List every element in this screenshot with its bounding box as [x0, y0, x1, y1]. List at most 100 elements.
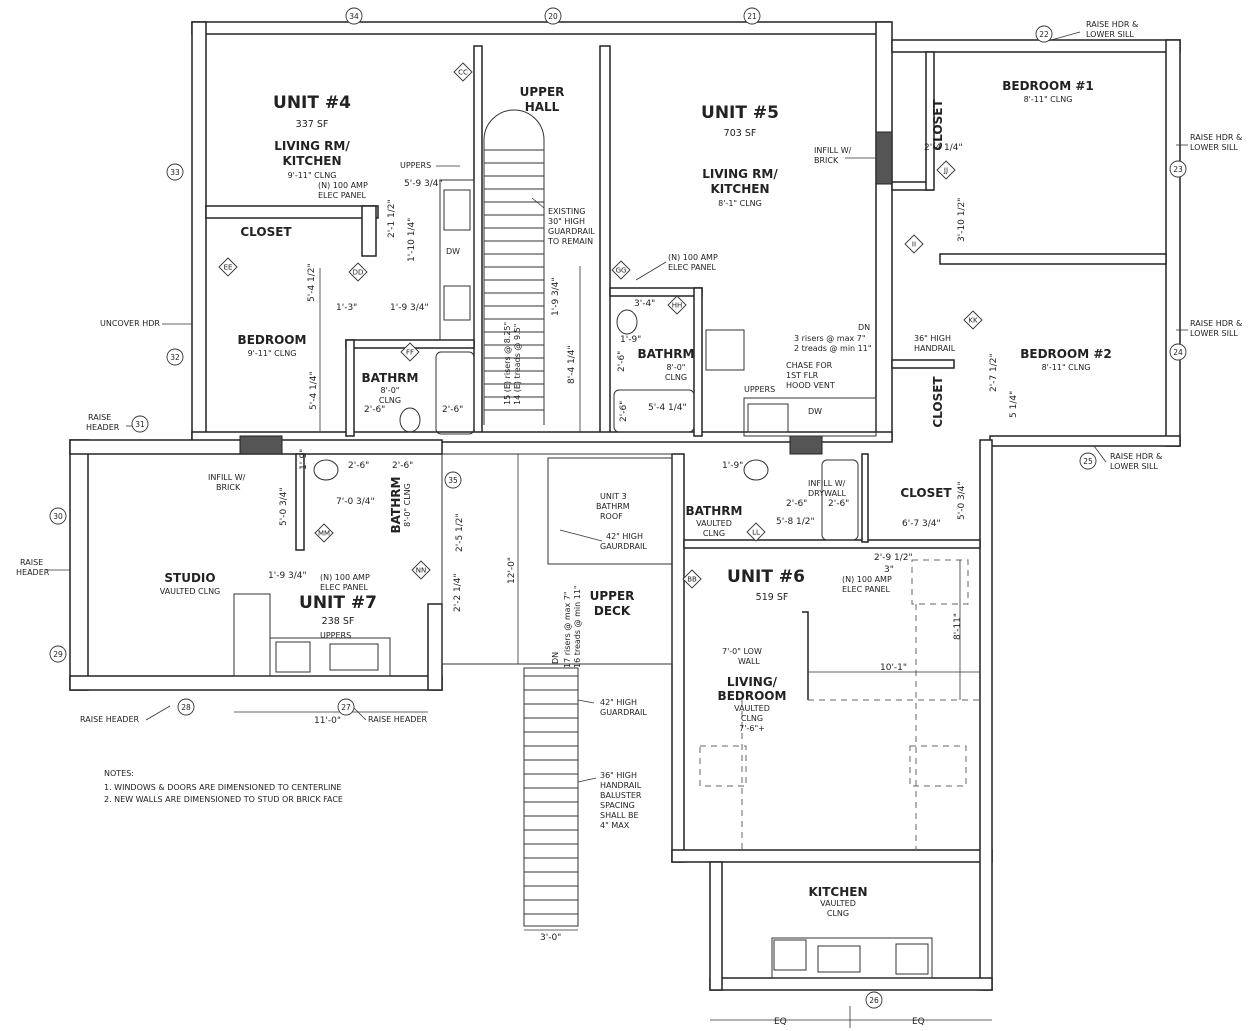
unit5-room-label-2: KITCHEN — [710, 182, 769, 196]
annotation: GAURDRAIL — [600, 542, 647, 551]
window-tag-label: 32 — [170, 353, 180, 362]
leader-line — [559, 529, 603, 542]
unit4-bath-ceiling-2: CLNG — [379, 396, 401, 405]
window-tag: 25 — [1079, 452, 1097, 470]
dimension: 2'-9 1/2" — [874, 553, 913, 563]
annotation: DRYWALL — [808, 489, 846, 498]
closet-vertical-label: CLOSET — [931, 99, 945, 151]
dimension: EQ — [774, 1017, 787, 1027]
annotation: 16 treads @ min 11" — [573, 585, 582, 668]
window-tag: 29 — [49, 645, 67, 663]
window-tag-circle — [131, 415, 149, 433]
unit6-bath-wall — [683, 539, 981, 549]
door-tag-label: EE — [224, 264, 233, 272]
door-tag-diamond — [611, 260, 631, 280]
unit7-name: UNIT #7 — [299, 593, 377, 613]
leader-line — [145, 705, 171, 721]
door-tag-diamond — [348, 262, 368, 282]
dimension: 2'-5 1/2" — [455, 513, 465, 552]
unit4-room-label: LIVING RM/ — [274, 139, 350, 153]
door-tag-label: JJ — [943, 167, 948, 175]
studio-bath-wall — [295, 453, 305, 551]
unit7-bath-ceiling: 8'-0" CLNG — [403, 483, 412, 527]
unit4-range — [443, 285, 471, 321]
annotation: INFILL W/ — [808, 479, 846, 488]
bedroom1-label: BEDROOM #1 — [1002, 79, 1093, 93]
unit4-name: UNIT #4 — [273, 93, 351, 113]
unit6-room-label: LIVING/ — [727, 675, 778, 689]
annotation: SPACING — [600, 801, 635, 810]
unit5-bath-right-wall — [693, 287, 703, 437]
door-tag: HH — [667, 295, 687, 315]
door-tag-diamond — [400, 342, 420, 362]
window-tag: 26 — [865, 991, 883, 1009]
window-tag-label: 26 — [869, 996, 879, 1005]
window-tag-circle — [49, 507, 67, 525]
door-tag: EE — [218, 257, 238, 277]
unit7-area: 238 SF — [322, 616, 355, 627]
unit4-bath-ceiling: 8'-0" — [381, 386, 400, 395]
annotation: LOWER SILL — [1110, 462, 1158, 471]
door-tag: BB — [682, 569, 702, 589]
unit4-closet-label: CLOSET — [240, 225, 292, 239]
unit4-bath-label: BATHRM — [362, 371, 419, 385]
unit6-right-wall — [979, 439, 993, 991]
annotation: DW — [808, 407, 822, 416]
bedroom-right-wall — [1165, 39, 1181, 447]
door-tag-diamond — [314, 523, 334, 543]
unit5-bath-ceiling-2: CLNG — [665, 373, 687, 382]
door-tag: LL — [746, 522, 766, 542]
annotation: UPPERS — [400, 161, 431, 170]
door-tag: FF — [400, 342, 420, 362]
dimension: 10'-1" — [880, 663, 907, 673]
dimension: 1'-3" — [336, 303, 357, 313]
annotation: (N) 100 AMP — [668, 253, 718, 262]
unit4-tub — [435, 351, 475, 435]
dimension: 5'-4 1/4" — [648, 403, 687, 413]
window-tag-circle — [1169, 343, 1187, 361]
annotation: 15 (E) risers @ 8.25" — [503, 322, 512, 405]
bedroom2-ceiling: 8'-11" CLNG — [1042, 363, 1091, 372]
window-tag-label: 29 — [53, 650, 63, 659]
annotation: HEADER — [86, 423, 120, 432]
kitchen-bottom-wall — [709, 977, 993, 991]
dashed-fixture — [699, 745, 747, 787]
window-tag-label: 30 — [53, 512, 63, 521]
unit6-room-label-2: BEDROOM — [718, 689, 787, 703]
door-tag: KK — [963, 310, 983, 330]
unit5-area: 703 SF — [724, 128, 757, 139]
studio-label: STUDIO — [164, 571, 215, 585]
dimension: 5'-8 1/2" — [776, 517, 815, 527]
annotation: RAISE HDR & — [1110, 452, 1162, 461]
dimension: 1'-9" — [722, 461, 743, 471]
window-tag-circle — [1169, 160, 1187, 178]
window-tag-label: 35 — [448, 476, 458, 485]
door-tag-label: NN — [416, 567, 426, 575]
window-tag: 27 — [337, 698, 355, 716]
dimension: 1'-9" — [299, 449, 309, 470]
kitchen-left-wall — [709, 861, 723, 991]
dimension: 1'-9 3/4" — [268, 571, 307, 581]
annotation: BALUSTER — [600, 791, 642, 800]
dimension: 1'-10 1/4" — [407, 218, 417, 262]
unit6-bath-ceiling: VAULTED — [696, 519, 732, 528]
annotation: UPPERS — [320, 631, 351, 640]
window-tag-label: 22 — [1039, 30, 1049, 39]
studio-counter — [269, 637, 391, 677]
brick-infill — [239, 435, 283, 455]
annotation: CHASE FOR — [786, 361, 833, 370]
upper-deck-area — [441, 453, 673, 665]
window-tag-circle — [345, 7, 363, 25]
annotation: (N) 100 AMP — [320, 573, 370, 582]
annotation: 7'-0" LOW — [722, 647, 762, 656]
window-tag: 35 — [444, 471, 462, 489]
door-tag-label: LL — [752, 529, 760, 537]
unit4-closet-right-wall — [361, 205, 377, 257]
dimension: 11'-0" — [314, 716, 341, 726]
annotation: BRICK — [814, 156, 839, 165]
studio-fridge — [233, 593, 271, 677]
hall-right-wall — [599, 45, 611, 437]
window-tag-label: 23 — [1173, 165, 1183, 174]
leader-line — [1093, 445, 1107, 463]
